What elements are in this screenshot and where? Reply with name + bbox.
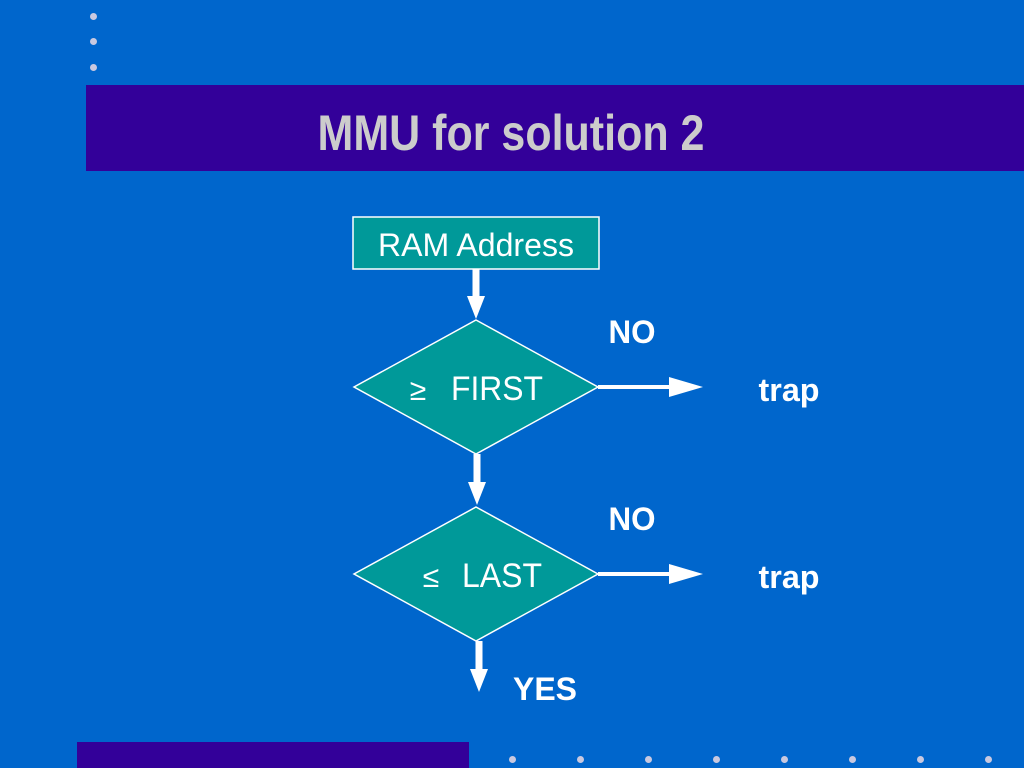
no-label-last: NO	[609, 501, 656, 537]
decor-dot	[90, 64, 97, 71]
ge-symbol: ≥	[410, 374, 426, 407]
page-title: MMU for solution 2	[317, 105, 705, 161]
ram-address-label: RAM Address	[378, 227, 574, 263]
arrow-last-exit	[470, 641, 488, 692]
decision-last: ≤ LAST	[352, 506, 600, 642]
decor-dot	[713, 756, 720, 763]
last-label: LAST	[462, 557, 542, 595]
first-label: FIRST	[451, 370, 543, 408]
decor-dot	[509, 756, 516, 763]
arrow-last-to-trap	[598, 564, 703, 584]
arrow-first-to-trap	[598, 377, 703, 397]
decision-first: ≥ FIRST	[352, 319, 600, 455]
decor-dot	[849, 756, 856, 763]
title-bar: MMU for solution 2	[86, 85, 1024, 171]
arrow-first-to-last	[468, 454, 486, 505]
trap-label-first: trap	[759, 372, 820, 408]
yes-label: YES	[513, 671, 577, 707]
trap-label-last: trap	[759, 559, 820, 595]
decor-dot	[577, 756, 584, 763]
bottom-bar	[77, 742, 469, 768]
decor-dot	[90, 13, 97, 20]
ram-address-box-shape	[352, 216, 600, 270]
decor-dot	[917, 756, 924, 763]
ram-address-box: RAM Address	[352, 216, 600, 270]
arrow-box-to-first	[467, 269, 485, 319]
decor-dot	[90, 38, 97, 45]
no-label-first: NO	[609, 314, 656, 350]
decor-dot	[645, 756, 652, 763]
decor-dot	[985, 756, 992, 763]
le-symbol: ≤	[423, 561, 439, 594]
decor-dot	[781, 756, 788, 763]
